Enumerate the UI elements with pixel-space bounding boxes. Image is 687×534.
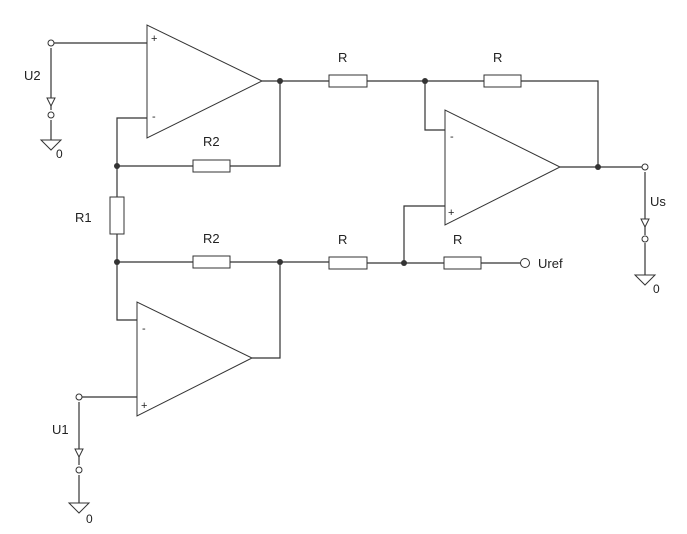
u2-ground-icon <box>39 139 63 151</box>
resistor-r2-top <box>192 159 231 173</box>
resistor-r-mid-right <box>443 256 482 270</box>
r2-top-label: R2 <box>203 134 220 149</box>
opamp-top-plus-sign: + <box>151 33 157 45</box>
us-output-terminal <box>641 163 649 171</box>
u2-input-terminal <box>47 39 55 47</box>
resistor-r-mid-left <box>328 256 368 270</box>
wires <box>50 42 646 503</box>
opamp-right-plus-sign: + <box>448 207 454 219</box>
u1-ground-label: 0 <box>86 512 93 526</box>
us-ground-icon <box>633 274 657 286</box>
opamp-bottom <box>136 301 254 417</box>
opamp-bottom-plus-sign: + <box>141 400 147 412</box>
opamp-right-minus-sign: - <box>450 131 454 143</box>
uref-label: Uref <box>538 256 563 271</box>
u1-input-terminal <box>75 393 83 401</box>
resistor-r-top-right <box>483 74 522 88</box>
r-top-right-label: R <box>493 50 502 65</box>
us-lower-terminal <box>641 235 649 243</box>
junction-dots <box>114 78 601 266</box>
opamp-top-minus-sign: - <box>152 111 156 123</box>
u1-label: U1 <box>52 422 69 437</box>
resistor-r1 <box>109 196 125 235</box>
us-arrow-icon <box>640 218 650 229</box>
resistor-r-top-left <box>328 74 368 88</box>
r2-bottom-label: R2 <box>203 231 220 246</box>
us-label: Us <box>650 194 666 209</box>
r1-label: R1 <box>75 210 92 225</box>
u2-label: U2 <box>24 68 41 83</box>
u1-arrow-icon <box>74 448 84 459</box>
resistor-r2-bottom <box>192 255 231 269</box>
opamp-bottom-minus-sign: - <box>142 323 146 335</box>
opamp-right <box>444 109 562 226</box>
u1-lower-terminal <box>75 466 83 474</box>
r-mid-left-label: R <box>338 232 347 247</box>
uref-terminal <box>520 258 530 268</box>
opamp-top <box>146 24 264 139</box>
u2-ground-label: 0 <box>56 147 63 161</box>
r-mid-right-label: R <box>453 232 462 247</box>
us-ground-label: 0 <box>653 282 660 296</box>
u2-lower-terminal <box>47 111 55 119</box>
u2-arrow-icon <box>46 97 56 108</box>
r-top-left-label: R <box>338 50 347 65</box>
u1-ground-icon <box>67 502 91 514</box>
